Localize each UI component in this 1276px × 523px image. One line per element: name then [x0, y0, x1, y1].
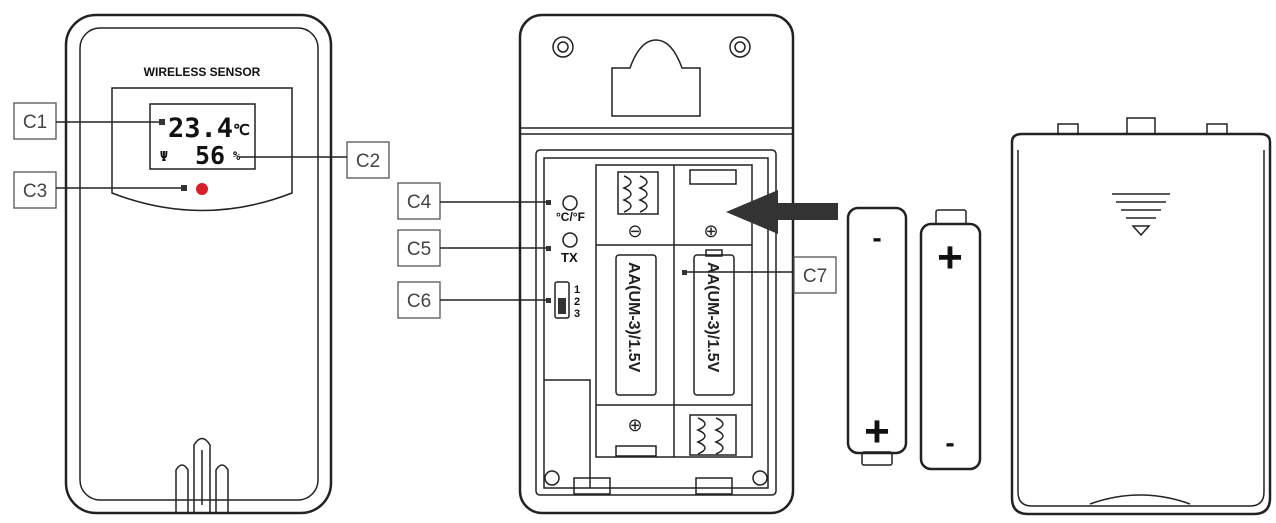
- polarity-minus-icon: ⊖: [627, 221, 642, 241]
- brand-label: WIRELESS SENSOR: [144, 65, 261, 79]
- temperature-unit: ℃: [233, 121, 250, 139]
- polarity-plus-icon: ⊕: [703, 221, 718, 241]
- sensor-back: ⊖ ⊕ ⊕ AA(UM-3)/1.5V AA(UM-3)/1.5V °C/°F …: [518, 13, 795, 515]
- lcd-screen: [149, 103, 256, 170]
- svg-text:C4: C4: [407, 192, 432, 213]
- spring-icon: [617, 171, 659, 215]
- battery-left: - +: [846, 206, 908, 466]
- unit-switch-label: °C/°F: [556, 210, 585, 224]
- battery-label-right: AA(UM-3)/1.5V: [704, 262, 721, 373]
- battery-plus-sign: +: [864, 407, 890, 456]
- callout-c5: C5: [397, 229, 546, 267]
- battery-slot-right: [693, 254, 735, 396]
- tx-button[interactable]: [562, 232, 578, 248]
- battery-compartment: [535, 149, 777, 496]
- battery-slot-left: [615, 254, 657, 396]
- battery-cover: [1010, 117, 1272, 516]
- callout-c7: C7: [687, 256, 837, 294]
- svg-text:C1: C1: [23, 112, 47, 133]
- battery-minus-sign: -: [872, 222, 881, 253]
- lcd-housing: [111, 87, 293, 212]
- spring-icon: [689, 414, 737, 456]
- battery-minus-sign: -: [945, 427, 954, 458]
- channel-label-2: 2: [574, 296, 580, 308]
- callout-c2: C2: [239, 141, 390, 179]
- unit-switch-button[interactable]: [562, 195, 578, 211]
- antenna-icon: Ψ: [160, 150, 168, 165]
- svg-text:C2: C2: [356, 151, 380, 172]
- svg-text:C5: C5: [407, 239, 431, 260]
- svg-text:C7: C7: [803, 266, 827, 287]
- callout-c4: C4: [397, 182, 546, 220]
- callout-c1: C1: [13, 102, 159, 140]
- battery-label-left: AA(UM-3)/1.5V: [625, 262, 642, 373]
- humidity-unit: %: [233, 149, 241, 163]
- vent-icon: [175, 437, 229, 513]
- lcd-marker: [159, 119, 165, 125]
- insert-arrow-icon: [726, 190, 838, 234]
- led-marker: [181, 185, 187, 191]
- humidity-readout: 56: [195, 141, 225, 170]
- callout-c3: C3: [13, 171, 181, 209]
- channel-label-3: 3: [574, 308, 580, 320]
- temperature-readout: 23.4: [168, 113, 233, 144]
- channel-label-1: 1: [574, 284, 580, 296]
- svg-text:C3: C3: [23, 181, 47, 202]
- svg-text:C6: C6: [407, 291, 431, 312]
- tx-label: TX: [561, 250, 578, 265]
- battery-right: + -: [919, 209, 982, 471]
- callout-c6: C6: [397, 281, 546, 319]
- polarity-plus-icon: ⊕: [627, 415, 642, 435]
- channel-slider[interactable]: [554, 281, 570, 319]
- transmission-led-icon: [196, 183, 208, 195]
- cover-grip-icon: [1112, 193, 1170, 237]
- wall-hanger: [611, 39, 701, 117]
- battery-plus-sign: +: [937, 233, 963, 282]
- sensor-front: WIRELESS SENSOR 23.4 ℃ Ψ 56 %: [64, 13, 333, 515]
